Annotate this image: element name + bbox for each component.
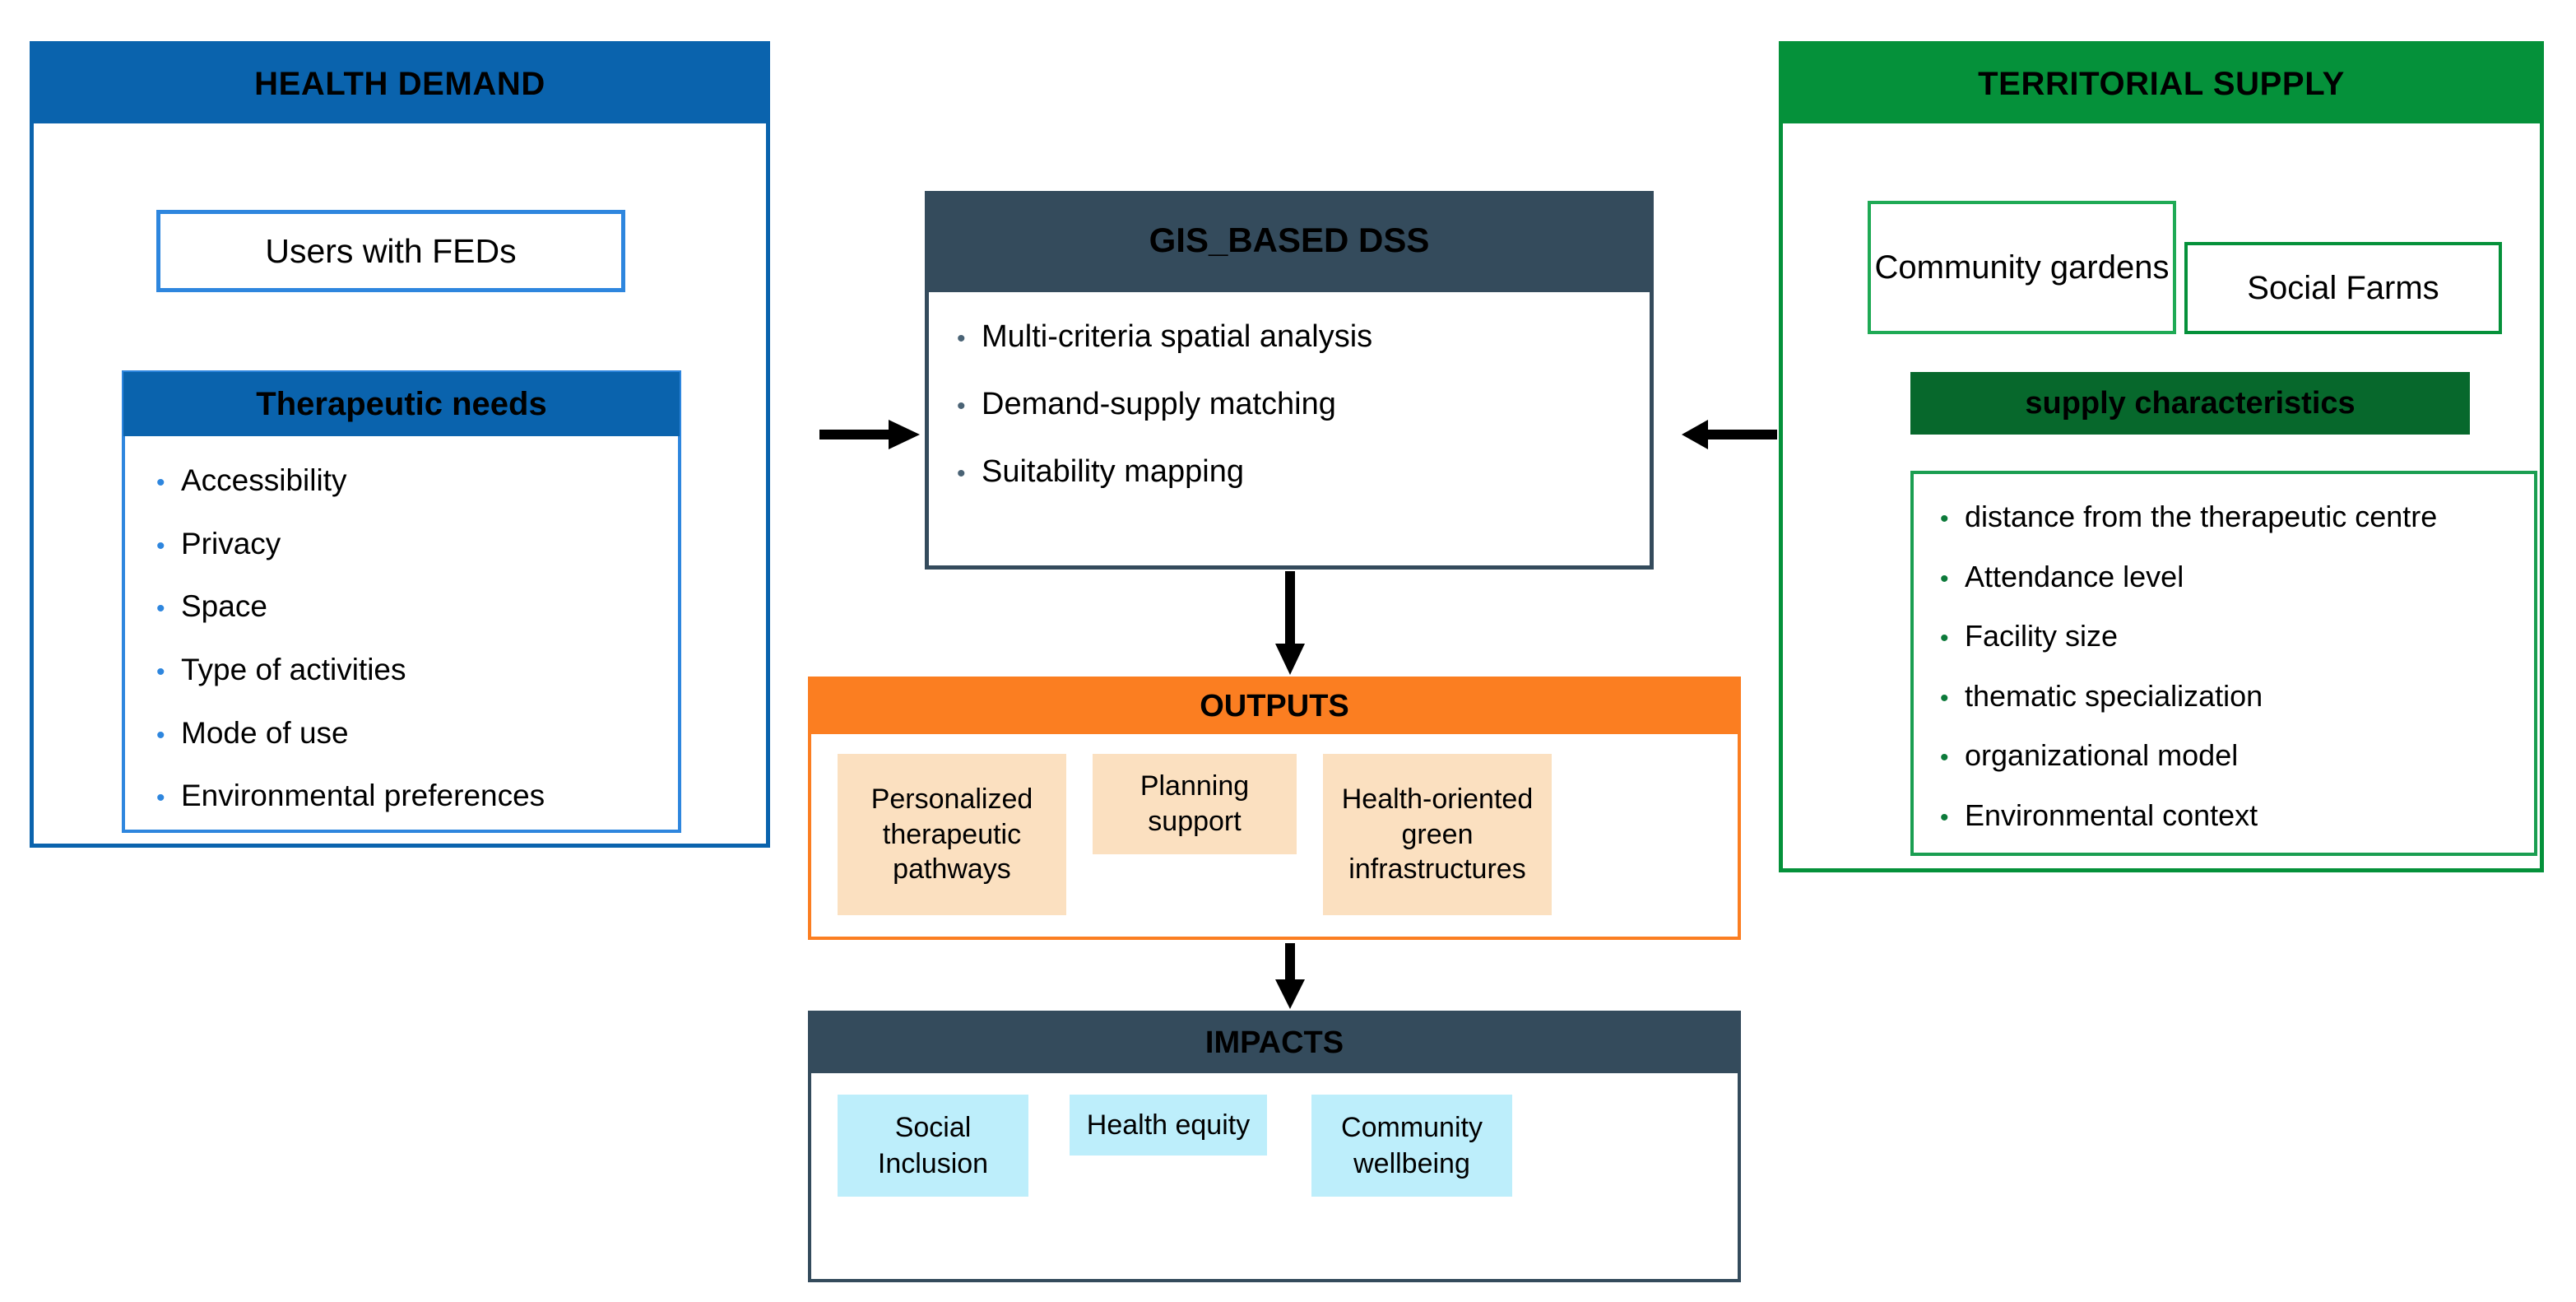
bullet-icon: • xyxy=(156,532,165,560)
list-item-label: Environmental preferences xyxy=(181,779,545,813)
list-item-label: Environmental context xyxy=(1965,797,2258,832)
social-farms-label: Social Farms xyxy=(2247,269,2439,306)
list-item-label: organizational model xyxy=(1965,738,2239,773)
gis-dss-block: GIS_BASED DSS • Multi-criteria spatial a… xyxy=(925,191,1654,570)
list-item-label: distance from the therapeutic centre xyxy=(1965,500,2438,533)
bullet-icon: • xyxy=(1940,803,1949,831)
users-with-feds-label: Users with FEDs xyxy=(265,231,517,270)
list-item: • Facility size xyxy=(1940,620,2527,653)
therapeutic-needs-block: Therapeutic needs • Accessibility • Priv… xyxy=(122,370,681,833)
arrow-left-icon-supply-to-dss xyxy=(1682,418,1777,451)
bullet-icon: • xyxy=(957,392,966,420)
list-item: • Environmental context xyxy=(1940,799,2527,832)
list-item-label: Type of activities xyxy=(181,653,406,687)
gis-dss-function-list: • Multi-criteria spatial analysis • Dema… xyxy=(925,288,1654,570)
bullet-icon: • xyxy=(957,325,966,352)
list-item-label: Attendance level xyxy=(1965,559,2184,593)
list-item-label: Facility size xyxy=(1965,619,2119,653)
community-gardens-box: Community gardens xyxy=(1868,201,2176,334)
list-item-label: thematic specialization xyxy=(1965,678,2263,713)
list-item: • Suitability mapping xyxy=(957,453,1641,490)
territorial-supply-title: TERRITORIAL SUPPLY xyxy=(1782,44,2541,123)
arrow-down-icon-outputs-to-impacts xyxy=(1274,943,1307,1009)
gis-dss-title: GIS_BASED DSS xyxy=(925,191,1654,290)
impact-card-label: Social Inclusion xyxy=(877,1111,989,1179)
community-gardens-label: Community gardens xyxy=(1874,249,2170,286)
bullet-icon: • xyxy=(156,784,165,812)
bullet-icon: • xyxy=(156,721,165,749)
bullet-icon: • xyxy=(1940,565,1949,593)
list-item: • organizational model xyxy=(1940,739,2527,772)
users-with-feds-box: Users with FEDs xyxy=(156,210,625,292)
list-item: • Accessibility xyxy=(156,463,670,498)
bullet-icon: • xyxy=(156,658,165,686)
output-card-label: Personalized therapeutic pathways xyxy=(870,783,1033,886)
arrow-down-icon-dss-to-outputs xyxy=(1274,571,1307,675)
supply-characteristics-header: supply characteristics xyxy=(1910,372,2470,435)
impacts-card-container: Social Inclusion Health equity Community… xyxy=(808,1073,1741,1282)
impact-card-label: Health equity xyxy=(1086,1109,1251,1141)
list-item-label: Accessibility xyxy=(181,463,347,497)
list-item: • Multi-criteria spatial analysis xyxy=(957,319,1641,355)
list-item-label: Mode of use xyxy=(181,715,349,750)
list-item: • Demand-supply matching xyxy=(957,386,1641,422)
bullet-icon: • xyxy=(957,459,966,487)
list-item-label: Space xyxy=(181,589,267,624)
social-farms-box: Social Farms xyxy=(2184,242,2502,334)
bullet-icon: • xyxy=(1940,684,1949,712)
impact-card: Community wellbeing xyxy=(1311,1095,1512,1197)
output-card-label: Planning support xyxy=(1139,770,1250,837)
outputs-block: OUTPUTS Personalized therapeutic pathway… xyxy=(808,677,1741,940)
output-card: Planning support xyxy=(1093,754,1297,854)
list-item: • Type of activities xyxy=(156,653,670,687)
bullet-icon: • xyxy=(1940,505,1949,532)
outputs-card-container: Personalized therapeutic pathways Planni… xyxy=(808,734,1741,940)
supply-characteristics-label: supply characteristics xyxy=(2025,385,2356,421)
list-item-label: Suitability mapping xyxy=(982,453,1244,489)
bullet-icon: • xyxy=(1940,625,1949,653)
health-demand-title: HEALTH DEMAND xyxy=(33,44,767,123)
list-item: • Environmental preferences xyxy=(156,779,670,813)
outputs-title: OUTPUTS xyxy=(808,677,1741,736)
impact-card-label: Community wellbeing xyxy=(1341,1111,1483,1179)
bullet-icon: • xyxy=(1940,744,1949,772)
list-item: • Privacy xyxy=(156,526,670,561)
therapeutic-needs-list: • Accessibility • Privacy • Space • Type… xyxy=(122,436,681,833)
list-item: • Attendance level xyxy=(1940,560,2527,593)
output-card: Health-oriented green infrastructures xyxy=(1323,754,1552,915)
list-item: • distance from the therapeutic centre xyxy=(1940,500,2527,533)
bullet-icon: • xyxy=(156,469,165,496)
impacts-title: IMPACTS xyxy=(808,1011,1741,1075)
list-item-label: Multi-criteria spatial analysis xyxy=(982,319,1373,354)
impact-card: Health equity xyxy=(1070,1095,1267,1156)
list-item: • Space xyxy=(156,590,670,624)
output-card-label: Health-oriented green infrastructures xyxy=(1341,783,1534,886)
list-item-label: Privacy xyxy=(181,526,281,560)
list-item-label: Demand-supply matching xyxy=(982,386,1336,421)
list-item: • Mode of use xyxy=(156,715,670,751)
bullet-icon: • xyxy=(156,595,165,623)
output-card: Personalized therapeutic pathways xyxy=(838,754,1066,915)
therapeutic-needs-title: Therapeutic needs xyxy=(122,370,681,438)
supply-characteristics-list: • distance from the therapeutic centre •… xyxy=(1910,471,2537,856)
list-item: • thematic specialization xyxy=(1940,680,2527,713)
impacts-block: IMPACTS Social Inclusion Health equity C… xyxy=(808,1011,1741,1282)
impact-card: Social Inclusion xyxy=(838,1095,1028,1197)
arrow-right-icon-demand-to-dss xyxy=(819,418,920,451)
